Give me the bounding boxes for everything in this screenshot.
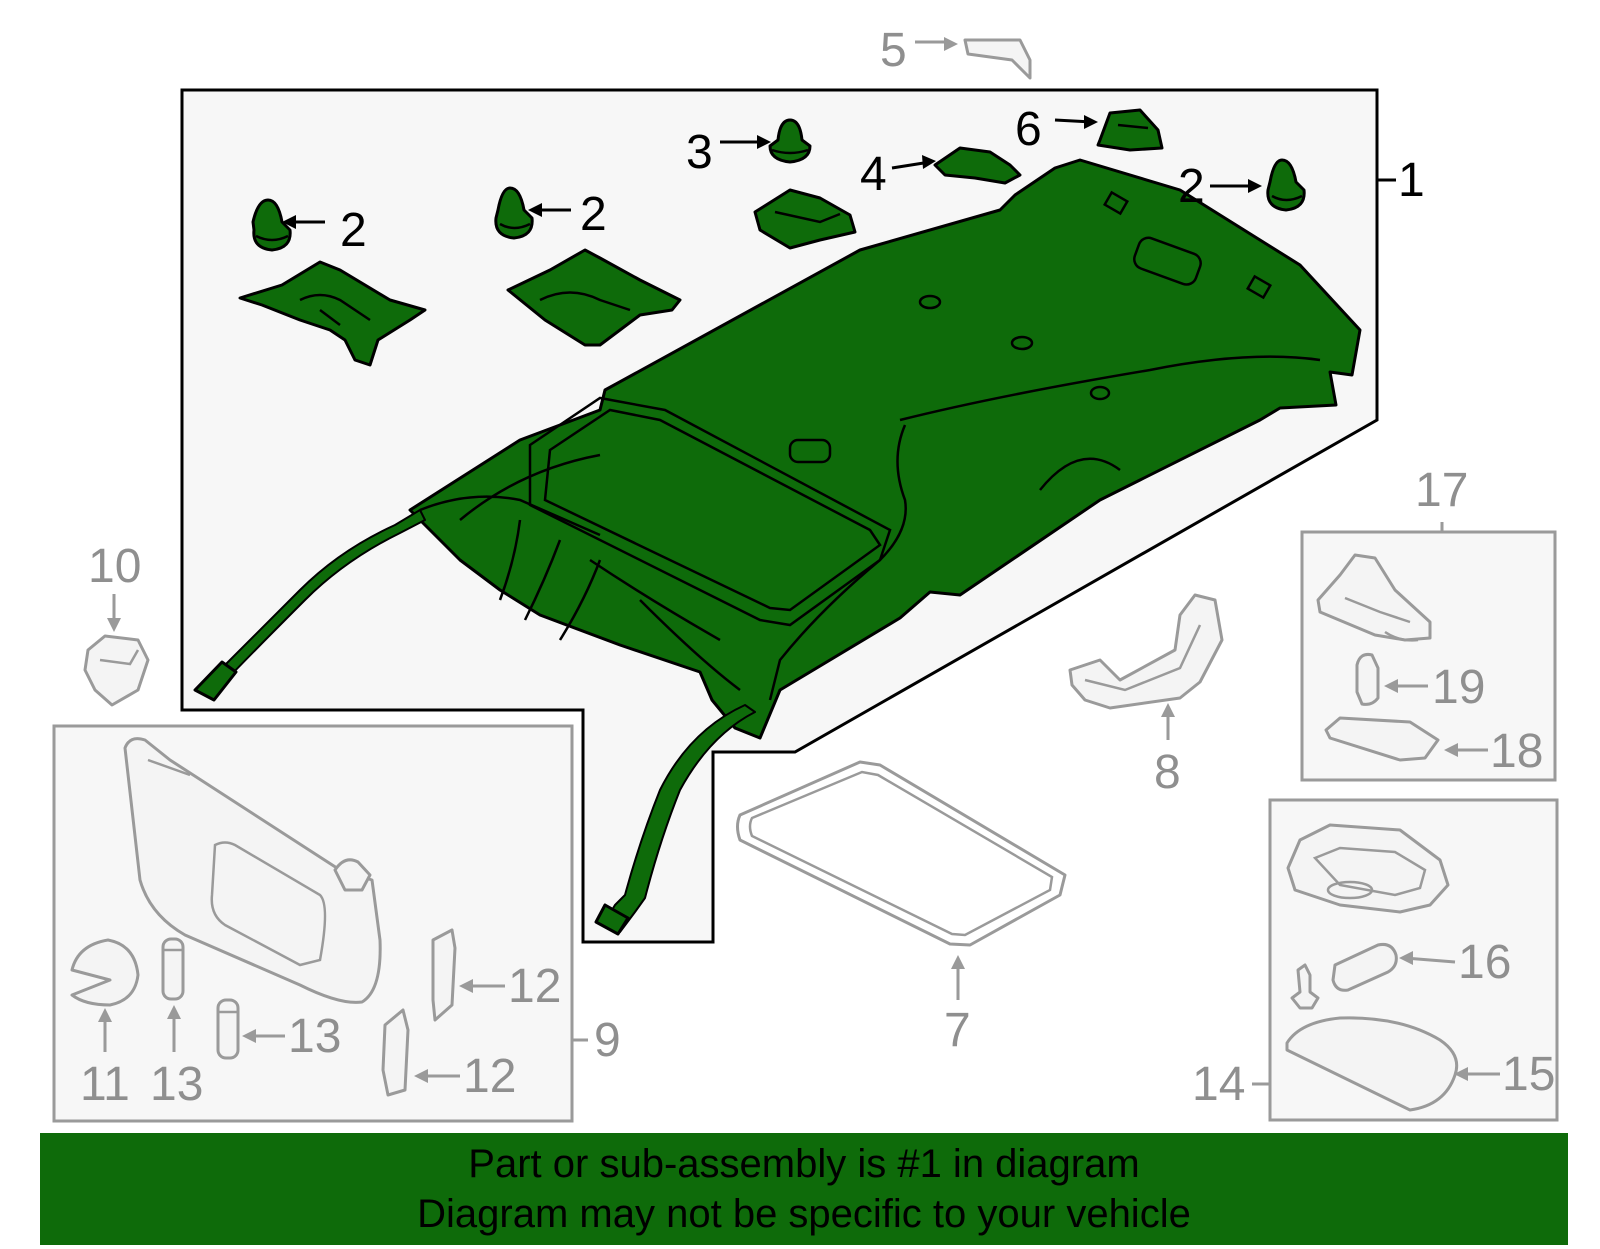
lamp-part-14[interactable]: [1286, 823, 1450, 914]
clip-part-2c[interactable]: [1266, 158, 1306, 212]
arrowheads-black: [282, 115, 1262, 229]
bracket-dome: [753, 188, 857, 250]
info-banner: Part or sub-assembly is #1 in diagram Di…: [40, 1133, 1568, 1245]
part-5[interactable]: [963, 38, 1032, 80]
pin-part-13b[interactable]: [216, 998, 240, 1060]
clip-part-3[interactable]: [768, 118, 812, 164]
seal-part-7[interactable]: [736, 760, 1067, 947]
callout-2-center[interactable]: 2: [580, 188, 607, 241]
callout-12-upper[interactable]: 12: [508, 960, 561, 1013]
screw-icon: [1290, 963, 1320, 1010]
callout-10[interactable]: 10: [88, 540, 141, 593]
callout-13-left[interactable]: 13: [150, 1058, 203, 1111]
arrowheads-grey: [98, 37, 1468, 1083]
cap-part-12a[interactable]: [431, 928, 457, 1022]
callout-2-left[interactable]: 2: [340, 204, 367, 257]
callout-17[interactable]: 17: [1415, 464, 1468, 517]
callout-7[interactable]: 7: [944, 1004, 971, 1057]
headliner-part-1[interactable]: [408, 158, 1362, 740]
callout-16[interactable]: 16: [1458, 936, 1511, 989]
headliner-cable-left: [193, 509, 426, 702]
banner-line-1: Part or sub-assembly is #1 in diagram: [468, 1142, 1140, 1186]
callout-9[interactable]: 9: [594, 1014, 621, 1067]
clip-part-11[interactable]: [70, 938, 140, 1007]
callout-1[interactable]: 1: [1398, 154, 1425, 207]
lamp-part-17[interactable]: [1316, 553, 1432, 642]
callout-3[interactable]: 3: [686, 126, 713, 179]
callout-18[interactable]: 18: [1490, 725, 1543, 778]
cover-part-6[interactable]: [1096, 108, 1164, 152]
bracket-center: [506, 248, 682, 347]
clip-part-10[interactable]: [83, 634, 150, 707]
banner-line-2: Diagram may not be specific to your vehi…: [417, 1192, 1191, 1236]
clip-part-2a[interactable]: [251, 198, 292, 252]
pin-part-13a[interactable]: [161, 937, 185, 1001]
cap-part-12b[interactable]: [381, 1008, 410, 1097]
callout-2-right[interactable]: 2: [1178, 160, 1205, 213]
callout-11[interactable]: 11: [80, 1058, 130, 1111]
bracket-part-4[interactable]: [933, 146, 1022, 185]
lens-part-15[interactable]: [1285, 1016, 1459, 1112]
callout-19[interactable]: 19: [1432, 661, 1485, 714]
callout-15[interactable]: 15: [1502, 1048, 1555, 1101]
handle-part-8[interactable]: [1068, 593, 1224, 710]
callout-13-right[interactable]: 13: [288, 1010, 341, 1063]
bracket-left: [238, 260, 427, 367]
callout-8[interactable]: 8: [1154, 746, 1181, 799]
clip-part-2b[interactable]: [494, 186, 534, 240]
callout-12-lower[interactable]: 12: [463, 1050, 516, 1103]
headliner-cable-lower: [594, 704, 756, 936]
sunvisor-part-9[interactable]: [123, 737, 382, 1004]
callout-6[interactable]: 6: [1015, 103, 1042, 156]
lens-part-18[interactable]: [1324, 716, 1440, 762]
bulb-part-16[interactable]: [1331, 943, 1398, 992]
callout-5[interactable]: 5: [880, 24, 907, 77]
bulb-part-19[interactable]: [1355, 653, 1380, 706]
callout-14[interactable]: 14: [1192, 1058, 1245, 1111]
callout-4[interactable]: 4: [860, 148, 887, 201]
